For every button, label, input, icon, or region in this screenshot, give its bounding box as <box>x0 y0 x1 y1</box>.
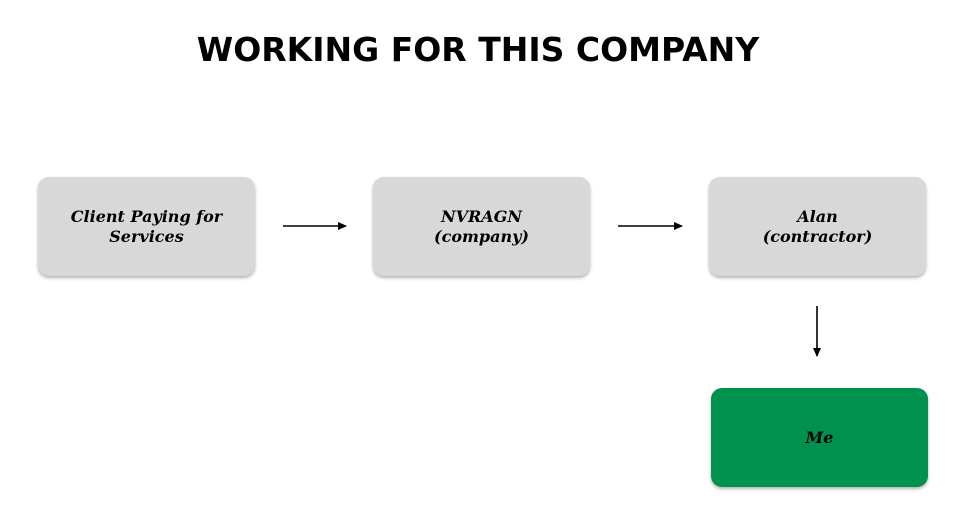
contractor-node-label: Alan (contractor) <box>762 206 873 246</box>
contractor-node: Alan (contractor) <box>709 177 926 276</box>
diagram-title: WORKING FOR THIS COMPANY <box>196 30 760 69</box>
me-node-label: Me <box>805 427 834 447</box>
company-node: NVRAGN (company) <box>373 177 590 276</box>
client-node: Client Paying for Services <box>38 177 255 276</box>
client-node-label: Client Paying for Services <box>70 206 223 246</box>
me-node: Me <box>711 388 928 487</box>
company-node-label: NVRAGN (company) <box>434 206 529 246</box>
